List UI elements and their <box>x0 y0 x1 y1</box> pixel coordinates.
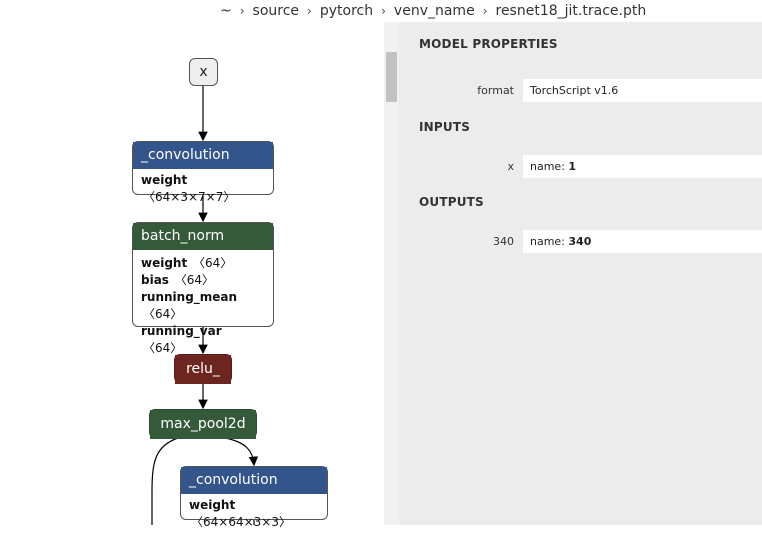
breadcrumb-separator-icon: › <box>307 4 312 18</box>
input-name-key: name: <box>530 160 565 173</box>
breadcrumb-separator-icon: › <box>239 4 245 18</box>
input-name-value: 1 <box>568 160 577 173</box>
node-header: _convolution <box>181 467 327 494</box>
input-x-label: x <box>507 160 514 173</box>
outputs-title: OUTPUTS <box>419 195 484 209</box>
model-properties-title: MODEL PROPERTIES <box>419 37 558 51</box>
node-attributes: weight 〈64×64×3×3〉 <box>181 494 327 534</box>
breadcrumb-separator-icon: › <box>482 4 488 18</box>
edge-pool1-conv2 <box>224 437 259 467</box>
attr-type: 〈64〉 <box>143 307 183 321</box>
graph-canvas[interactable]: x _convolution weight 〈64×3×7×7〉 batch_n… <box>0 22 384 529</box>
output-name-key: name: <box>530 235 565 248</box>
output-340-label: 340 <box>493 235 514 248</box>
breadcrumb-home[interactable]: ~ <box>220 3 232 19</box>
format-value: TorchScript v1.6 <box>523 79 762 102</box>
edge-pool1-skip <box>151 437 179 525</box>
graph-scrollbar[interactable] <box>384 22 399 525</box>
inputs-title: INPUTS <box>419 120 471 134</box>
node-header: batch_norm <box>133 223 273 250</box>
graph-input-label: x <box>199 64 208 80</box>
graph-edges <box>151 86 259 525</box>
node-header: relu_ <box>175 355 231 384</box>
attr-type: 〈64〉 <box>143 341 183 355</box>
node-header: _convolution <box>133 142 273 169</box>
graph-node-batch-norm[interactable]: batch_norm weight 〈64〉 bias 〈64〉 running… <box>132 222 274 355</box>
attr-type: 〈64×64×3×3〉 <box>191 515 291 529</box>
attr-name: weight <box>141 173 188 187</box>
attr-name: running_mean <box>141 290 238 304</box>
graph-node-relu[interactable]: relu_ <box>174 354 232 384</box>
node-attributes: weight 〈64〉 bias 〈64〉 running_mean 〈64〉 … <box>133 250 273 360</box>
output-340-value[interactable]: name: 340 <box>523 230 762 253</box>
node-attributes: weight 〈64×3×7×7〉 <box>133 169 273 209</box>
attr-type: 〈64〉 <box>193 256 233 270</box>
attr-type: 〈64〉 <box>174 273 215 287</box>
breadcrumb: ~ › source › pytorch › venv_name › resne… <box>220 0 646 22</box>
breadcrumb-item-file[interactable]: resnet18_jit.trace.pth <box>495 3 647 19</box>
input-x-value[interactable]: name: 1 <box>523 155 762 178</box>
graph-node-max-pool2d[interactable]: max_pool2d <box>149 409 257 439</box>
properties-panel: MODEL PROPERTIES format TorchScript v1.6… <box>399 22 762 525</box>
breadcrumb-item-pytorch[interactable]: pytorch <box>319 3 374 19</box>
graph-node-convolution[interactable]: _convolution weight 〈64×3×7×7〉 <box>132 141 274 204</box>
attr-name: weight <box>141 256 188 270</box>
node-header: max_pool2d <box>150 410 256 439</box>
attr-name: running_var <box>141 324 222 338</box>
breadcrumb-separator-icon: › <box>381 4 386 18</box>
graph-input-node[interactable]: x <box>189 58 218 86</box>
breadcrumb-item-source[interactable]: source <box>252 3 300 19</box>
breadcrumb-item-venv[interactable]: venv_name <box>393 3 475 19</box>
attr-name: bias <box>141 273 169 287</box>
scrollbar-thumb[interactable] <box>386 52 397 102</box>
format-label: format <box>477 84 514 97</box>
attr-type: 〈64×3×7×7〉 <box>143 190 236 204</box>
output-name-value: 340 <box>568 235 592 248</box>
graph-node-convolution[interactable]: _convolution weight 〈64×64×3×3〉 <box>180 466 328 529</box>
attr-name: weight <box>189 498 236 512</box>
